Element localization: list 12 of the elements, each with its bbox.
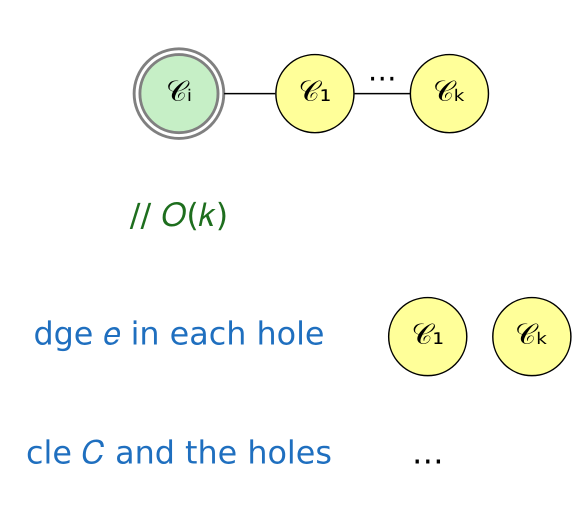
label: … bbox=[412, 433, 444, 472]
node-circle: 𝒞ₖ bbox=[410, 54, 490, 134]
label: dge 𝑒 in each hole bbox=[33, 314, 324, 353]
node-circle: 𝒞₁ bbox=[388, 296, 468, 376]
edge-label: … bbox=[368, 54, 397, 88]
connector bbox=[354, 92, 410, 94]
node-circle: 𝒞ᵢ bbox=[132, 47, 226, 140]
connector bbox=[224, 92, 276, 94]
node-circle: 𝒞₁ bbox=[275, 54, 355, 134]
label: // 𝑂(𝑘) bbox=[130, 196, 228, 234]
label: cle 𝐶 and the holes bbox=[26, 433, 332, 472]
node-circle: 𝒞ₖ bbox=[492, 296, 572, 376]
